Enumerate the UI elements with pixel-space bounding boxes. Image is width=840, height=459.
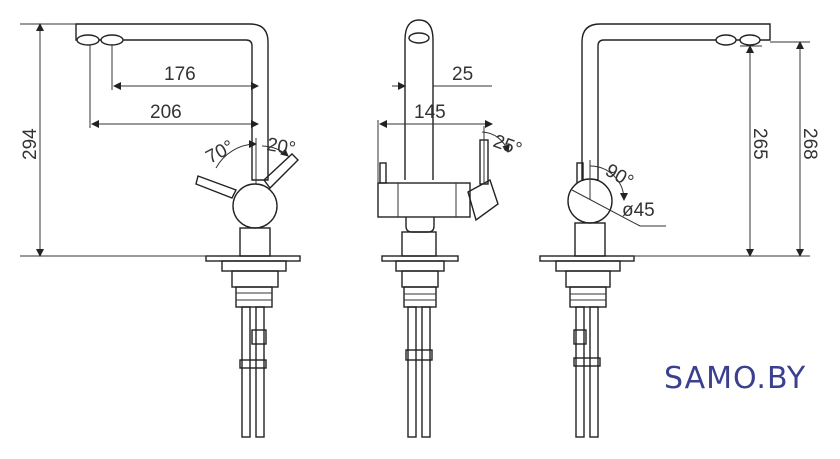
right-height-a-label: 265 — [749, 128, 770, 160]
right-diameter-label: ø45 — [622, 200, 655, 221]
left-angle-a-label: 70° — [202, 136, 237, 168]
left-body — [232, 183, 278, 229]
center-width-label: 145 — [414, 102, 446, 123]
left-faucet-view: 294 176 206 70° 20° — [20, 23, 301, 438]
center-spout — [404, 19, 434, 180]
center-angle-label: 25° — [490, 131, 524, 161]
brand-logo: SAMO.BY — [664, 361, 806, 396]
left-lever-a — [195, 175, 237, 199]
left-reach-inner-label: 176 — [164, 64, 196, 85]
left-angle-b-label: 20° — [265, 134, 297, 160]
center-faucet-view: 25 145 25° — [377, 19, 524, 438]
left-spout — [75, 23, 269, 181]
left-aerator-1 — [76, 34, 100, 46]
left-aerator-2 — [100, 34, 124, 46]
center-lever — [467, 178, 499, 222]
left-reach-outer-label: 206 — [150, 102, 182, 123]
left-lever-b — [263, 153, 299, 190]
right-spout — [581, 23, 771, 181]
left-height-label: 294 — [20, 128, 41, 160]
center-diameter-label: 25 — [452, 64, 473, 85]
right-height-b-label: 268 — [799, 128, 820, 160]
right-faucet-view: 265 268 90° ø45 — [539, 23, 820, 438]
